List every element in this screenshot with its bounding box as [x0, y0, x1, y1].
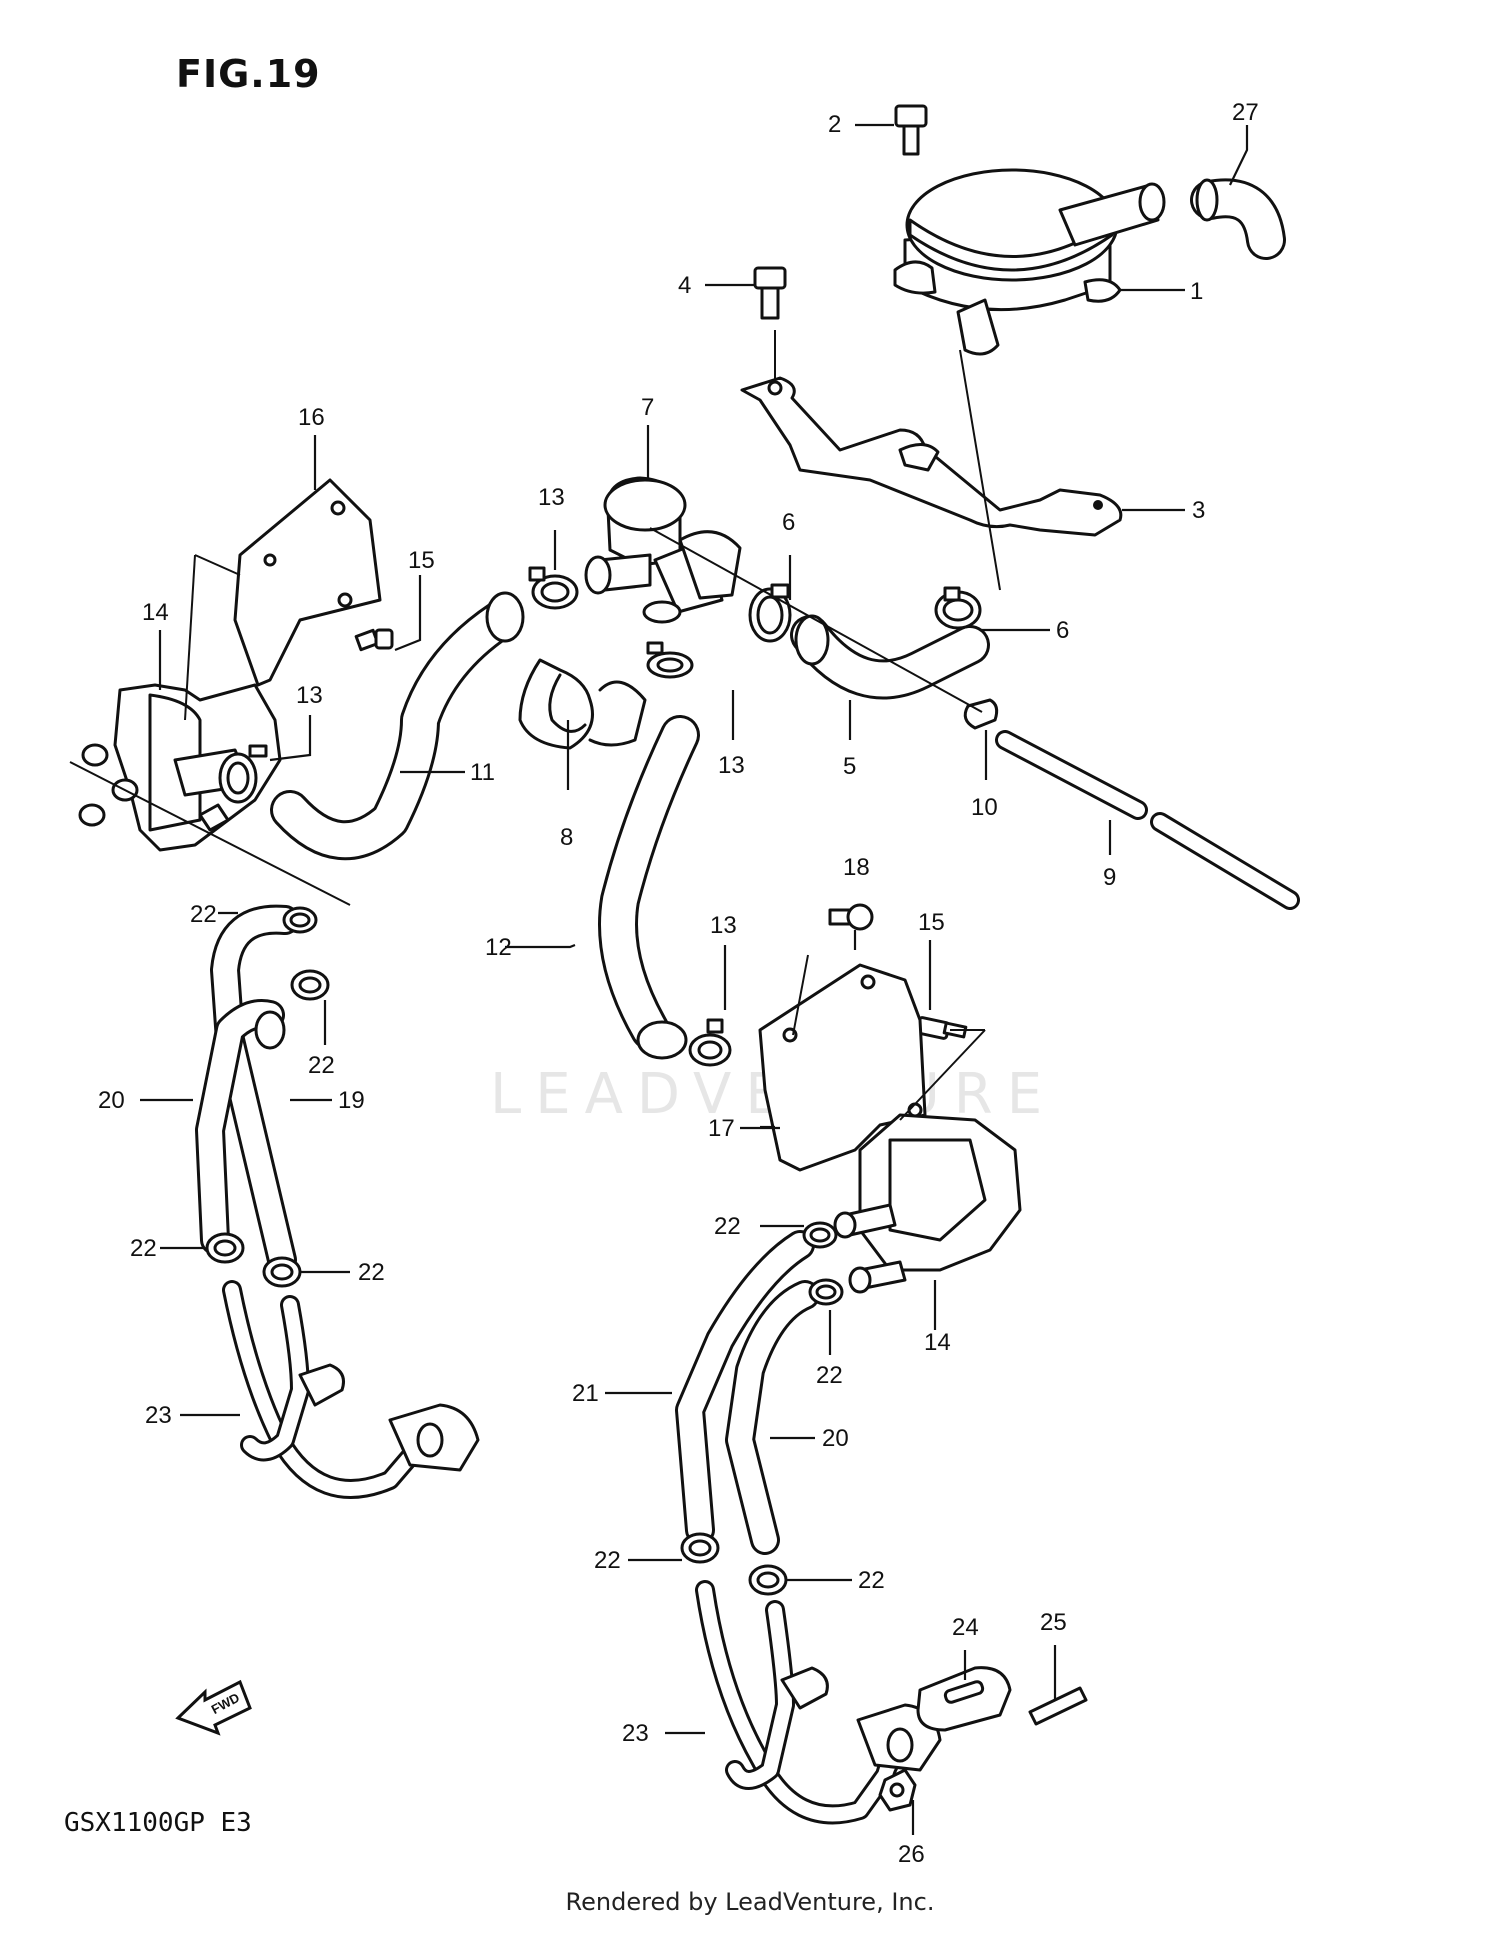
callout-27: 27: [1232, 99, 1259, 126]
callout-5: 5: [843, 753, 856, 780]
callout-21: 21: [572, 1380, 599, 1407]
air-cleaner-part-1: [893, 168, 1166, 356]
clamp-part-13b: [528, 566, 579, 610]
callout-1: 1: [1190, 278, 1203, 305]
leader-lines: [140, 123, 1249, 1835]
callout-23a: 23: [145, 1402, 172, 1429]
callout-12: 12: [485, 934, 512, 961]
callout-20a: 20: [98, 1087, 125, 1114]
plate-part-16: [233, 478, 382, 687]
clamp-part-22d: [262, 1256, 302, 1288]
callout-22b: 22: [308, 1052, 335, 1079]
callout-22h: 22: [858, 1567, 885, 1594]
callout-4: 4: [678, 272, 691, 299]
clamp-part-22c: [205, 1232, 245, 1264]
callout-17: 17: [708, 1115, 735, 1142]
callout-13b: 13: [296, 682, 323, 709]
callout-22f: 22: [816, 1362, 843, 1389]
callout-6b: 6: [1056, 617, 1069, 644]
callout-2: 2: [828, 111, 841, 138]
callout-19: 19: [338, 1087, 365, 1114]
clamp-part-22a: [282, 906, 318, 934]
hose-part-11: [270, 591, 525, 861]
callout-24: 24: [952, 1614, 979, 1641]
callout-10: 10: [971, 794, 998, 821]
elbow-hose-part-27: [1190, 178, 1286, 260]
hose-part-21: [675, 1230, 815, 1545]
figure-title: FIG.19: [176, 52, 321, 96]
clamp-part-22e: [802, 1221, 838, 1249]
callout-6a: 6: [782, 509, 795, 536]
gasket-part-24: [916, 1666, 1012, 1732]
clamp-part-22b: [290, 969, 330, 1001]
callout-26: 26: [898, 1841, 925, 1868]
pipe-part-23a: [222, 1280, 480, 1499]
callout-23b: 23: [622, 1720, 649, 1747]
callout-14a: 14: [142, 599, 169, 626]
hose-part-20b: [725, 1280, 820, 1555]
model-code: GSX1100GP E3: [64, 1808, 252, 1838]
callout-22e: 22: [714, 1213, 741, 1240]
clamp-part-13a: [218, 744, 268, 804]
callout-8: 8: [560, 824, 573, 851]
wire-bracket-part-8: [518, 658, 647, 750]
callout-20b: 20: [822, 1425, 849, 1452]
bolt-part-15a: [354, 628, 394, 652]
nut-part-26: [878, 1768, 917, 1812]
hose-part-19: [210, 904, 300, 1275]
callout-22c: 22: [130, 1235, 157, 1262]
clamp-part-22g: [680, 1532, 720, 1564]
hose-part-5: [790, 614, 990, 700]
hose-part-20a: [195, 999, 286, 1255]
callout-14b: 14: [924, 1329, 951, 1356]
clamp-part-22h: [748, 1564, 788, 1596]
bracket-part-3: [740, 376, 1123, 537]
clamp-part-22f: [808, 1278, 844, 1306]
clamp-part-13c: [646, 641, 694, 679]
bolt-part-4: [753, 266, 787, 320]
callout-18: 18: [843, 854, 870, 881]
callout-15a: 15: [408, 547, 435, 574]
callout-16: 16: [298, 404, 325, 431]
clamp-part-6b: [934, 586, 982, 630]
housing-part-14b: [833, 1113, 1022, 1294]
clamp-part-6a: [748, 583, 792, 643]
callout-15b: 15: [918, 909, 945, 936]
valve-part-7: [584, 476, 742, 624]
callout-3: 3: [1192, 497, 1205, 524]
callout-22g: 22: [594, 1547, 621, 1574]
bolt-part-2: [894, 104, 928, 156]
callout-22d: 22: [358, 1259, 385, 1286]
bolt-part-18: [828, 903, 874, 931]
tube-part-9: [995, 730, 1300, 910]
bolt-part-15b: [915, 1016, 968, 1040]
callout-22a: 22: [190, 901, 217, 928]
callout-labels: 1 2 3 4 5 6 6 7 8 9 10 11 12 13 13 13 13…: [98, 99, 1259, 1868]
plate-part-17: [758, 963, 927, 1172]
callout-7: 7: [641, 394, 654, 421]
callout-25: 25: [1040, 1609, 1067, 1636]
callout-13d: 13: [710, 912, 737, 939]
footer-credit: Rendered by LeadVenture, Inc.: [565, 1888, 935, 1916]
clamp-part-13d: [688, 1018, 732, 1067]
hose-part-12: [598, 715, 700, 1060]
alignment-lines: [69, 330, 1001, 1121]
callout-13c: 13: [718, 752, 745, 779]
callout-13a: 13: [538, 484, 565, 511]
callout-11: 11: [470, 759, 495, 786]
callout-9: 9: [1103, 864, 1116, 891]
stud-part-25: [1028, 1686, 1088, 1726]
fwd-arrow-icon: FWD: [175, 1679, 252, 1736]
